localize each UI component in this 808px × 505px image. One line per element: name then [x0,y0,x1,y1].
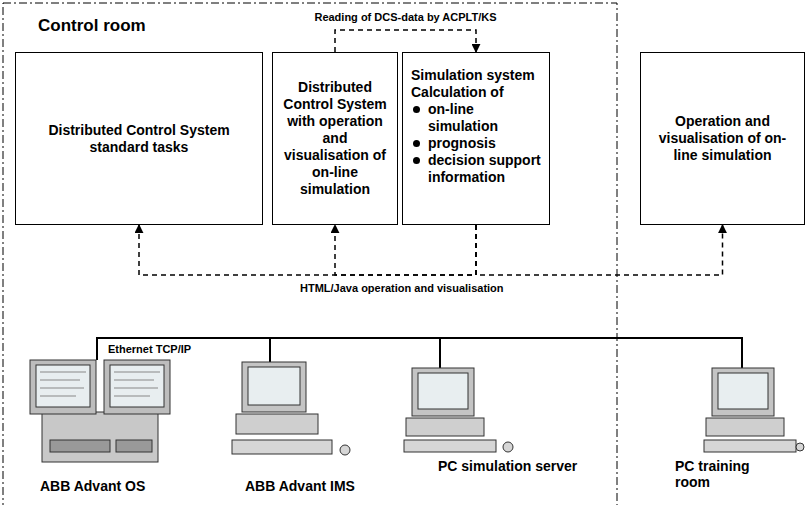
bullet-dot [413,140,420,147]
workstation-icon [30,360,170,462]
box-text: Simulation system [411,67,535,84]
box-text: Operation and visualisation of on-line s… [649,113,796,164]
region-frame: Control roomDistributed Control System s… [2,2,618,505]
ethernet-bus [97,337,742,368]
bullet-dot [413,106,420,113]
bullet-item: on-line simulation [411,101,541,135]
dashed-connector [139,225,476,275]
dashed-connector [335,30,476,52]
text-label: Ethernet TCP/IP [108,343,191,355]
bullet-item: prognosis [411,135,496,152]
box-text: decision support information [428,152,541,186]
pc-icon [232,362,350,455]
text-label: PC training room [675,458,785,490]
box-text: on-line simulation [428,101,541,135]
bullet-item: decision support information [411,152,541,186]
process-box: Distributed Control System standard task… [15,52,263,225]
bullet-dot [413,157,420,164]
box-text: Distributed Control System with operatio… [281,79,389,198]
text-label: ABB Advant OS [40,478,145,494]
box-text: prognosis [428,135,496,152]
process-box: Operation and visualisation of on-line s… [640,52,805,225]
box-text: Calculation of [411,84,504,101]
edge-label: Reading of DCS-data by ACPLT/KS [312,11,498,23]
dashed-connector [476,225,723,275]
pc-icon [404,368,513,452]
text-label: HTML/Java operation and visualisation [300,282,504,294]
text-label: ABB Advant IMS [245,478,355,494]
text-label: PC simulation server [438,458,577,474]
box-text: Distributed Control System standard task… [24,122,254,156]
pc-icon [704,368,804,452]
region-title: Control room [38,16,146,36]
process-box: Simulation systemCalculation ofon-line s… [402,52,550,225]
dashed-connector [335,225,476,275]
process-box: Distributed Control System with operatio… [272,52,398,225]
